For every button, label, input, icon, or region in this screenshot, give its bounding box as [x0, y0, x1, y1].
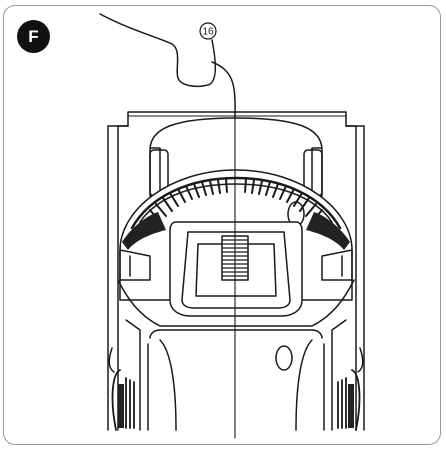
left-shoulder [119, 249, 151, 281]
callout-number: 16 [202, 27, 214, 38]
top-cap [149, 117, 323, 197]
callout-leader-line [99, 13, 216, 88]
right-shoulder [321, 249, 353, 281]
left-grip [111, 369, 135, 431]
callout-circle [199, 22, 217, 40]
lower-body [117, 279, 355, 327]
rear-bracket [127, 111, 347, 127]
panel-label-badge: F [17, 20, 50, 53]
right-grip [337, 369, 361, 431]
callout-drop-line [211, 61, 236, 119]
lower-button [275, 345, 293, 371]
